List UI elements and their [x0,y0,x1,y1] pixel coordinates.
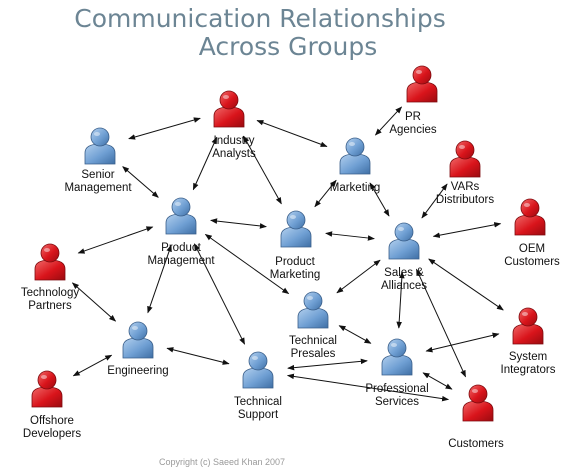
edge-engineering-to-technical-support [166,347,230,365]
node-label-technology-partners-line-2: Partners [28,300,72,312]
node-label-marketing: Marketing [330,182,381,194]
edge-senior-management-to-industry-analysts [128,117,201,140]
edge-marketing-to-sales-alliances [369,182,390,217]
person-icon [297,291,329,329]
node-label-technical-support-line-1: Technical [234,396,282,408]
node-label-industry-analysts-line-2: Analysts [212,148,256,160]
person-icon [122,321,154,359]
edge-sales-alliances-to-professional-services [396,271,405,329]
person-icon [280,210,312,248]
edge-industry-analysts-to-product-management [192,136,218,191]
diagram-title-line-2: Across Groups [199,32,378,61]
edge-senior-management-to-product-management [122,166,159,198]
edge-technical-presales-to-professional-services [338,325,372,344]
person-icon [339,137,371,175]
edge-vars-distributors-to-sales-alliances [421,183,448,219]
person-icon [84,127,116,165]
node-label-industry-analysts-line-1: Industry [214,135,255,147]
node-label-technology-partners-line-1: Technology [21,287,79,299]
edge-professional-services-to-system-integrators [425,332,500,353]
node-label-pr-agencies-line-1: PR [405,111,421,123]
edge-product-management-to-product-marketing [210,218,267,229]
node-label-professional-services-line-2: Services [375,396,419,408]
node-label-system-integrators-line-2: Integrators [501,364,556,376]
node-label-professional-services-line-1: Professional [365,383,428,395]
node-label-product-management-line-1: Product [161,242,201,254]
node-label-customers: Customers [448,438,504,450]
node-label-offshore-developers-line-1: Offshore [30,415,74,427]
person-icon [213,90,245,128]
person-icon [242,351,274,389]
person-icon [512,307,544,345]
edge-sales-alliances-to-customers [416,268,466,378]
node-label-vars-distributors-line-2: Distributors [436,194,494,206]
node-label-product-marketing-line-1: Product [275,256,315,268]
person-icon [165,197,197,235]
node-label-technical-presales-line-2: Presales [291,348,336,360]
edge-sales-alliances-to-system-integrators [428,258,504,311]
node-label-offshore-developers-line-2: Developers [23,428,81,440]
node-label-senior-management-line-2: Management [64,182,132,194]
person-icon [388,222,420,260]
node-label-oem-customers-line-2: Customers [504,256,560,268]
person-icon [449,140,481,178]
nodes-layer: SeniorManagementIndustryAnalystsPRAgenci… [21,65,560,450]
node-marketing[interactable]: Marketing [330,137,381,194]
copyright-text: Copyright (c) Saeed Khan 2007 [159,457,285,467]
edges-layer [71,106,504,402]
edge-engineering-to-offshore-developers [72,354,113,377]
node-label-system-integrators-line-1: System [509,351,547,363]
edge-industry-analysts-to-marketing [256,120,328,147]
node-label-pr-agencies-line-2: Agencies [389,124,437,136]
node-label-sales-alliances-line-2: Alliances [381,280,427,292]
person-icon [31,370,63,408]
edge-marketing-to-product-marketing [314,179,337,208]
edge-product-management-to-engineering [147,244,172,314]
edge-technical-support-to-customers [286,373,450,402]
edge-sales-alliances-to-technical-presales [336,259,381,294]
node-label-technical-support-line-2: Support [238,409,279,421]
edge-product-management-to-technology-partners [77,226,154,254]
edge-industry-analysts-to-product-marketing [243,135,282,205]
person-icon [514,198,546,236]
person-icon [34,243,66,281]
edge-technology-partners-to-engineering [71,282,117,322]
node-engineering[interactable]: Engineering [107,321,169,377]
node-sales-alliances[interactable]: Sales &Alliances [381,222,427,292]
node-label-technical-presales-line-1: Technical [289,335,337,347]
node-label-sales-alliances-line-1: Sales & [384,267,424,279]
person-icon [406,65,438,103]
edge-sales-alliances-to-oem-customers [432,222,502,238]
person-icon [462,384,494,422]
edge-pr-agencies-to-marketing [374,106,403,136]
node-label-vars-distributors-line-1: VARs [451,181,480,193]
edge-product-management-to-technical-support [193,243,246,345]
edge-professional-services-to-technical-support [287,358,368,371]
node-label-oem-customers-line-1: OEM [519,243,545,255]
node-customers[interactable]: Customers [448,384,504,450]
diagram-title-line-1: Communication Relationships [74,4,445,33]
node-label-product-management-line-2: Management [147,255,215,267]
node-label-engineering: Engineering [107,365,168,377]
person-icon [381,338,413,376]
node-label-product-marketing-line-2: Marketing [270,269,321,281]
node-label-senior-management-line-1: Senior [81,169,114,181]
edge-product-marketing-to-sales-alliances [325,231,375,241]
